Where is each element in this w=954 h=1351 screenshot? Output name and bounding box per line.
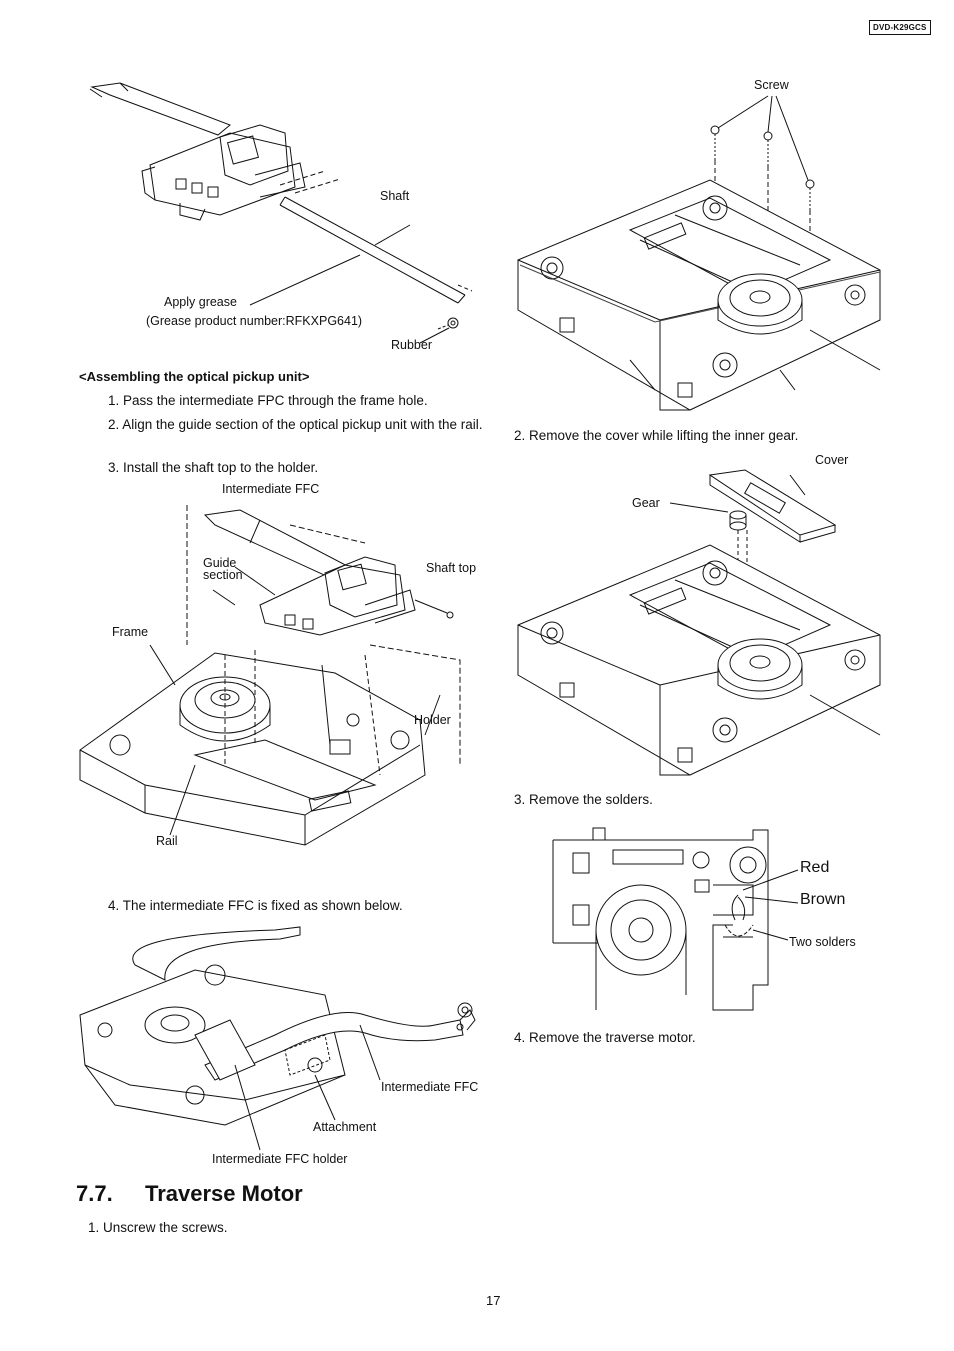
cover-gear-diagram bbox=[510, 470, 900, 790]
solder-diagram bbox=[553, 825, 773, 1015]
ffc-holder-label: Intermediate FFC holder bbox=[212, 1152, 348, 1166]
remove-traverse-motor-step: 4. Remove the traverse motor. bbox=[514, 1030, 696, 1045]
screw-label: Screw bbox=[754, 78, 789, 92]
remove-solders-step: 3. Remove the solders. bbox=[514, 792, 653, 807]
ffc-fixed-step: 4. The intermediate FFC is fixed as show… bbox=[108, 898, 403, 913]
fig3-intermediate-ffc-label: Intermediate FFC bbox=[381, 1080, 479, 1094]
red-wire-label: Red bbox=[800, 859, 830, 876]
remove-cover-step: 2. Remove the cover while lifting the in… bbox=[514, 428, 799, 443]
intermediate-ffc-label: Intermediate FFC bbox=[222, 482, 320, 496]
cover-label: Cover bbox=[815, 453, 849, 467]
assembling-heading: <Assembling the optical pickup unit> bbox=[79, 369, 310, 384]
two-solders-label: Two solders bbox=[789, 935, 856, 949]
rail-label: Rail bbox=[156, 834, 178, 848]
brown-wire-label: Brown bbox=[800, 891, 846, 908]
assembling-step-3: 3. Install the shaft top to the holder. bbox=[108, 460, 319, 475]
grease-product-label: (Grease product number:RFKXPG641) bbox=[146, 314, 363, 328]
apply-grease-label: Apply grease bbox=[164, 295, 237, 309]
unscrew-step: 1. Unscrew the screws. bbox=[88, 1220, 228, 1235]
section-number: 7.7. bbox=[76, 1181, 113, 1206]
guide-label: Guide bbox=[203, 556, 237, 570]
screw-removal-diagram bbox=[510, 90, 900, 420]
section-title: Traverse Motor bbox=[145, 1181, 303, 1206]
shaft-top-label: Shaft top bbox=[426, 561, 477, 575]
ffc-fixing-diagram bbox=[75, 925, 485, 1155]
section-label: section bbox=[203, 568, 243, 582]
attachment-label: Attachment bbox=[313, 1120, 377, 1134]
assembling-step-2: 2. Align the guide section of the optica… bbox=[108, 417, 483, 432]
rubber-label: Rubber bbox=[391, 338, 432, 352]
holder-label: Holder bbox=[414, 713, 451, 727]
model-number-box: DVD-K29GCS bbox=[869, 20, 931, 35]
page-number: 17 bbox=[486, 1293, 501, 1308]
gear-label: Gear bbox=[632, 496, 660, 510]
shaft-grease-diagram bbox=[80, 75, 480, 355]
pickup-assembly-diagram bbox=[75, 495, 435, 865]
shaft-label: Shaft bbox=[380, 189, 410, 203]
frame-label: Frame bbox=[112, 625, 149, 639]
assembling-step-1: 1. Pass the intermediate FPC through the… bbox=[108, 393, 428, 408]
